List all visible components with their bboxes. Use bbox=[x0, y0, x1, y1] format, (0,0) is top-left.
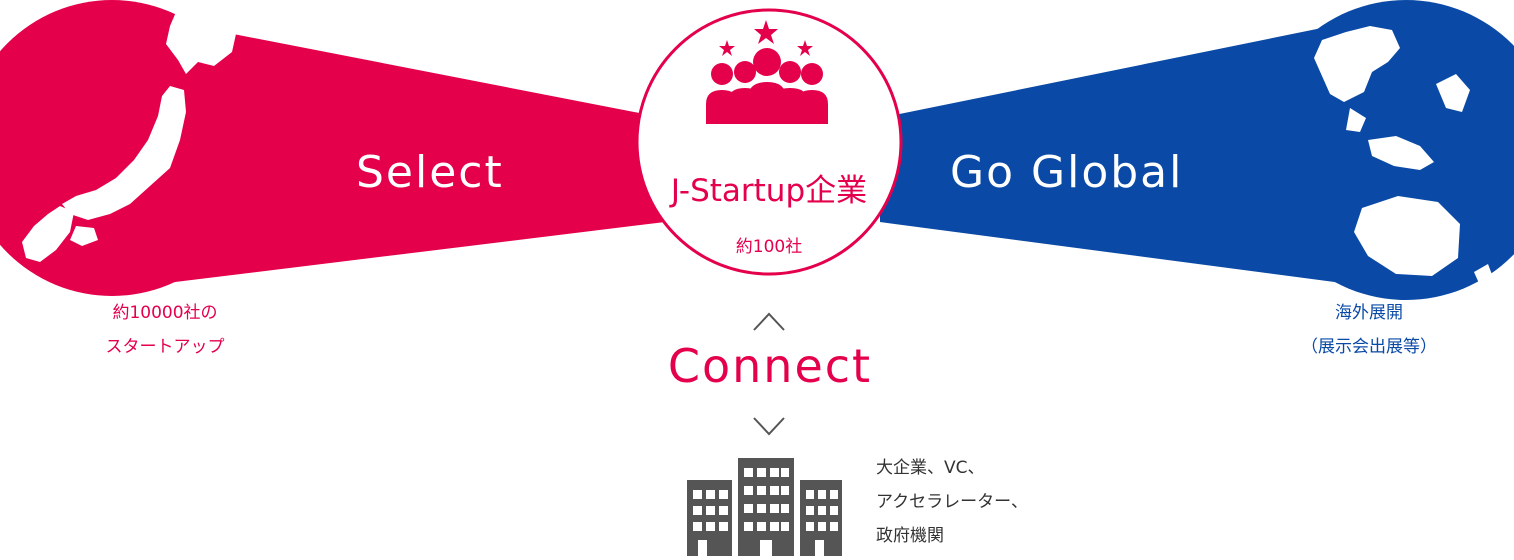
connect-label: Connect bbox=[667, 339, 873, 393]
overseas-caption-line2: （展示会出展等） bbox=[1301, 337, 1437, 357]
chevron-down-icon bbox=[753, 417, 785, 436]
japan-caption-line2: スタートアップ bbox=[105, 337, 225, 357]
overseas-caption-line1: 海外展開 bbox=[1335, 303, 1403, 323]
partners-line1: 大企業、VC、 bbox=[876, 458, 985, 478]
buildings-icon bbox=[687, 458, 842, 556]
japan-caption: 約10000社の スタートアップ bbox=[60, 296, 270, 364]
partners-line3: 政府機関 bbox=[876, 526, 944, 546]
partners-line2: アクセラレーター、 bbox=[876, 492, 1028, 512]
center-circle bbox=[635, 8, 903, 276]
center-title: J-Startup企業 bbox=[670, 173, 868, 209]
startup-people-icon bbox=[706, 20, 828, 124]
select-label: Select bbox=[356, 147, 504, 198]
globe-icon bbox=[1314, 26, 1494, 290]
japan-map-icon bbox=[22, 6, 236, 262]
partners-caption: 大企業、VC、 アクセラレーター、 政府機関 bbox=[876, 451, 1028, 553]
go-global-label: Go Global bbox=[950, 147, 1184, 198]
select-band bbox=[110, 10, 665, 290]
japan-caption-line1: 約10000社の bbox=[112, 303, 218, 323]
overseas-caption: 海外展開 （展示会出展等） bbox=[1264, 296, 1474, 364]
chevron-up-icon bbox=[753, 312, 785, 331]
center-count: 約100社 bbox=[735, 237, 803, 257]
